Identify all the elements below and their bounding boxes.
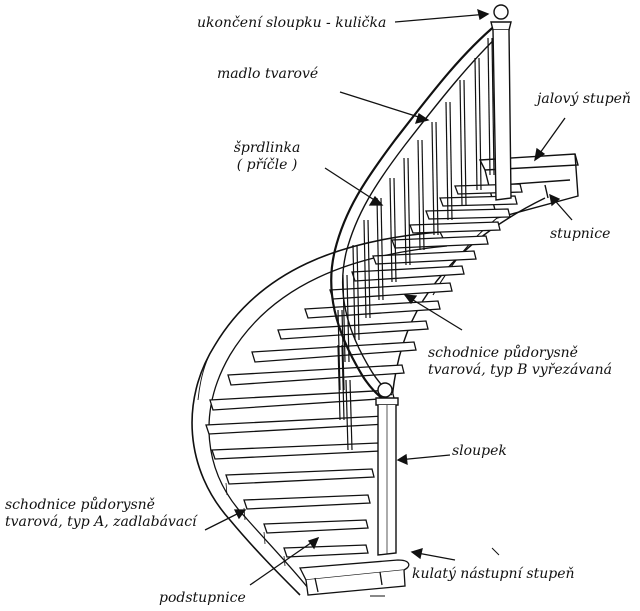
label-tread: stupnice	[550, 226, 611, 242]
label-newel: sloupek	[452, 443, 507, 459]
label-stringer-b: schodnice půdorysně tvarová, typ B vyřez…	[428, 345, 612, 379]
outer-stringer	[191, 231, 448, 596]
label-stringer-a-line2: tvarová, typ A, zadlabávací	[5, 514, 197, 530]
label-handrail: madlo tvarové	[217, 66, 319, 82]
label-balusters-line1: šprdlinka	[233, 140, 301, 156]
handrail	[330, 23, 505, 401]
floor-marks	[370, 547, 500, 597]
label-stringer-a-line1: schodnice půdorysně	[5, 497, 155, 513]
balusters	[337, 37, 495, 451]
label-stringer-a: schodnice půdorysně tvarová, typ A, zadl…	[5, 497, 197, 531]
upper-newel	[490, 4, 512, 201]
label-winder: jalový stupeň	[537, 91, 631, 107]
leader-arrows	[204, 8, 573, 586]
label-finial: ukončení sloupku - kulička	[197, 15, 387, 31]
lower-newel	[375, 382, 399, 556]
finial-ball	[493, 4, 509, 20]
label-round-step: kulatý nástupní stupeň	[412, 566, 575, 582]
label-balusters: šprdlinka ( příčle )	[226, 140, 308, 174]
label-balusters-line2: ( příčle )	[236, 157, 298, 173]
label-stringer-b-line2: tvarová, typ B vyřezávaná	[428, 362, 612, 378]
label-riser: podstupnice	[159, 590, 246, 606]
lower-finial-ball	[377, 382, 393, 398]
label-stringer-b-line1: schodnice půdorysně	[428, 345, 578, 361]
